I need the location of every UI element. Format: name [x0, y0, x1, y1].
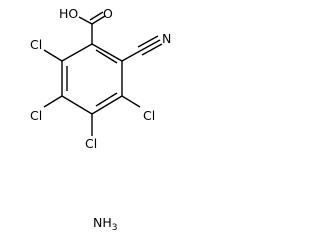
ring-bond-bottom-right — [91, 95, 123, 115]
ring-bond-top-left — [61, 43, 93, 62]
carboxyl-oh-label: HO — [59, 6, 78, 21]
cl-bottom-label: Cl — [85, 136, 97, 151]
nitrile-triple-bond-3 — [141, 43, 163, 56]
carboxyl-group — [78, 11, 106, 44]
chlorine-bonds — [43, 49, 141, 136]
ammonia-subscript: 3 — [112, 223, 118, 233]
nitrile-group — [121, 35, 163, 62]
ring-double-bond-inner-2 — [95, 92, 118, 107]
carbonyl-double-bond-2 — [89, 11, 104, 21]
ring-double-bond-inner-1 — [95, 49, 118, 64]
ring-bond-top-right — [91, 43, 123, 62]
chemical-structure: HO O N Cl Cl Cl Cl NH3 — [30, 6, 171, 233]
carbonyl-double-bond-1 — [91, 15, 106, 25]
cl-left-lower-bond — [43, 95, 63, 108]
carboxyl-oh-bond — [78, 16, 93, 25]
nitrile-n-label: N — [162, 31, 171, 46]
cl-right-label: Cl — [143, 108, 155, 123]
carbonyl-o-label: O — [103, 6, 113, 21]
nitrile-triple-bond-1 — [139, 39, 161, 52]
cl-left-upper-bond — [43, 49, 63, 62]
nitrile-c-bond — [121, 50, 141, 62]
ammonia-nh-text: NH — [93, 215, 112, 230]
cl-right-bond — [121, 95, 141, 108]
ring-bond-bottom-left — [61, 95, 93, 115]
cl-left-lower-label: Cl — [30, 108, 42, 123]
nitrile-triple-bond-2 — [137, 35, 159, 48]
ammonia-label: NH3 — [93, 215, 117, 233]
cl-left-upper-label: Cl — [30, 37, 42, 52]
benzene-ring — [61, 43, 123, 115]
